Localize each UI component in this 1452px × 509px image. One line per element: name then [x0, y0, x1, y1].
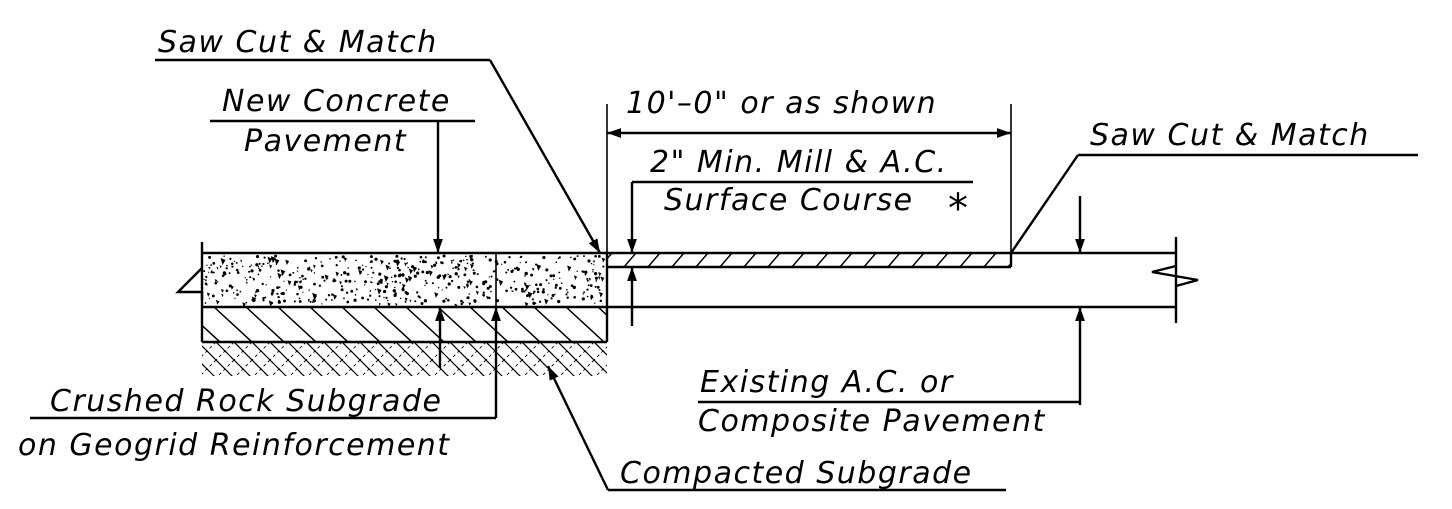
- saw-cut-left-leader: [488, 59, 602, 254]
- label-existing-2: Composite Pavement: [698, 404, 1046, 439]
- concrete-speckle-fill: [203, 254, 606, 307]
- pavement-outlines: [200, 237, 1178, 344]
- label-new-concrete-1: New Concrete: [222, 84, 451, 119]
- compacted-subgrade-hatch: [202, 342, 607, 376]
- label-mill-1: 2" Min. Mill & A.C.: [650, 145, 948, 180]
- saw-cut-right-leader: [1010, 154, 1079, 254]
- left-break-line: [175, 267, 204, 300]
- label-saw-cut-left: Saw Cut & Match: [158, 25, 438, 60]
- label-new-concrete-2: Pavement: [244, 124, 407, 159]
- mill-overlay-hatch: [607, 253, 1011, 267]
- label-compacted: Compacted Subgrade: [620, 456, 973, 491]
- crushed-rock-hatch: [202, 307, 607, 341]
- label-crushed-1: Crushed Rock Subgrade: [50, 384, 442, 419]
- label-existing-1: Existing A.C. or: [700, 365, 954, 400]
- compacted-subgrade-leader: [546, 365, 610, 491]
- label-saw-cut-right: Saw Cut & Match: [1090, 118, 1370, 153]
- right-break-line: [1151, 264, 1199, 288]
- asterisk-note: *: [948, 186, 970, 232]
- label-crushed-2: on Geogrid Reinforcement: [18, 428, 451, 463]
- label-dimension: 10'–0" or as shown: [626, 86, 937, 121]
- label-mill-2: Surface Course: [664, 183, 914, 218]
